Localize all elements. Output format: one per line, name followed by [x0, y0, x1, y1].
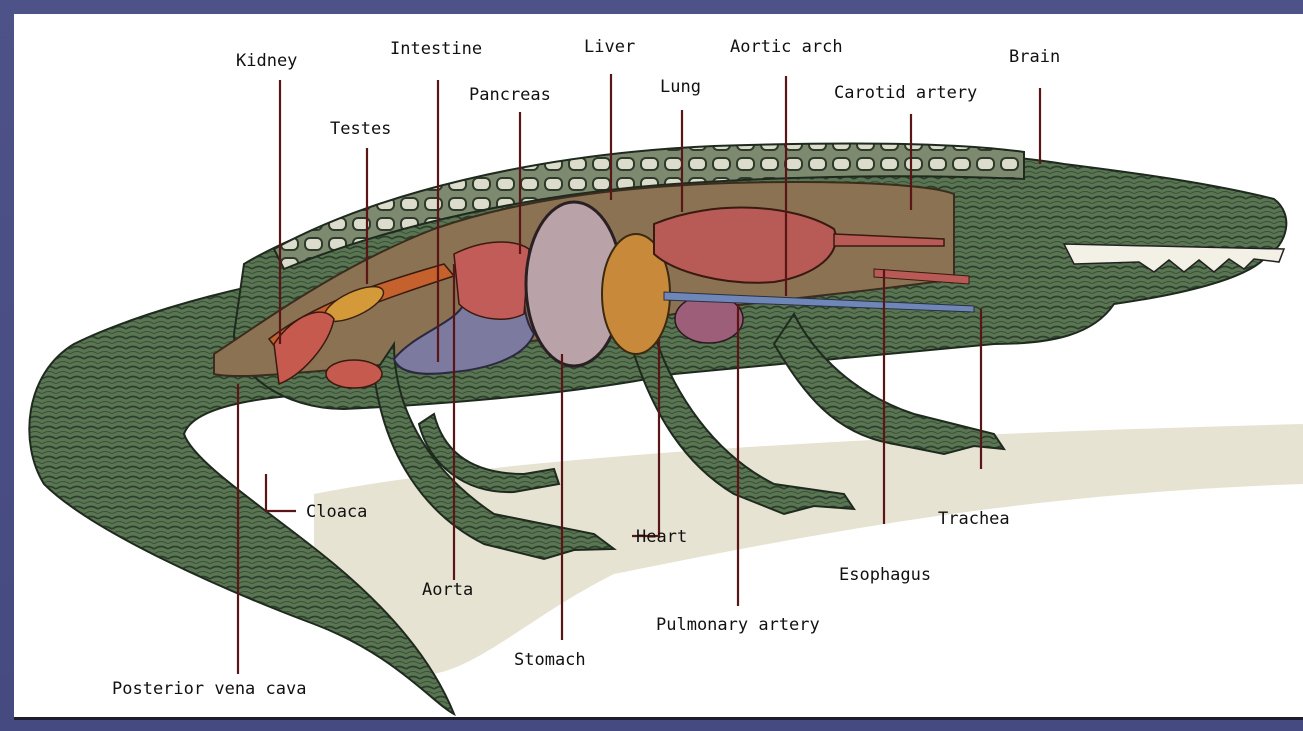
label-pancreas: Pancreas: [469, 85, 551, 105]
label-trachea: Trachea: [938, 509, 1010, 529]
label-carotid-artery: Carotid artery: [834, 83, 977, 103]
label-heart: Heart: [636, 527, 687, 547]
label-aorta: Aorta: [422, 580, 473, 600]
label-cloaca: Cloaca: [306, 502, 367, 522]
label-lung: Lung: [660, 77, 701, 97]
cloaca-organ: [326, 360, 382, 388]
label-posterior-vena-cava: Posterior vena cava: [112, 679, 306, 699]
label-liver: Liver: [584, 37, 635, 57]
label-aortic-arch: Aortic arch: [730, 37, 843, 57]
diagram-canvas: Kidney Intestine Liver Aortic arch Brain…: [14, 14, 1303, 720]
label-stomach: Stomach: [514, 650, 586, 670]
label-intestine: Intestine: [390, 39, 482, 59]
label-kidney: Kidney: [236, 51, 297, 71]
label-esophagus: Esophagus: [839, 565, 931, 585]
label-testes: Testes: [330, 119, 391, 139]
pancreas-organ: [454, 242, 529, 319]
label-pulmonary-artery: Pulmonary artery: [656, 615, 820, 635]
label-brain: Brain: [1009, 47, 1060, 67]
alligator-anatomy-diagram: Kidney Intestine Liver Aortic arch Brain…: [14, 14, 1303, 717]
